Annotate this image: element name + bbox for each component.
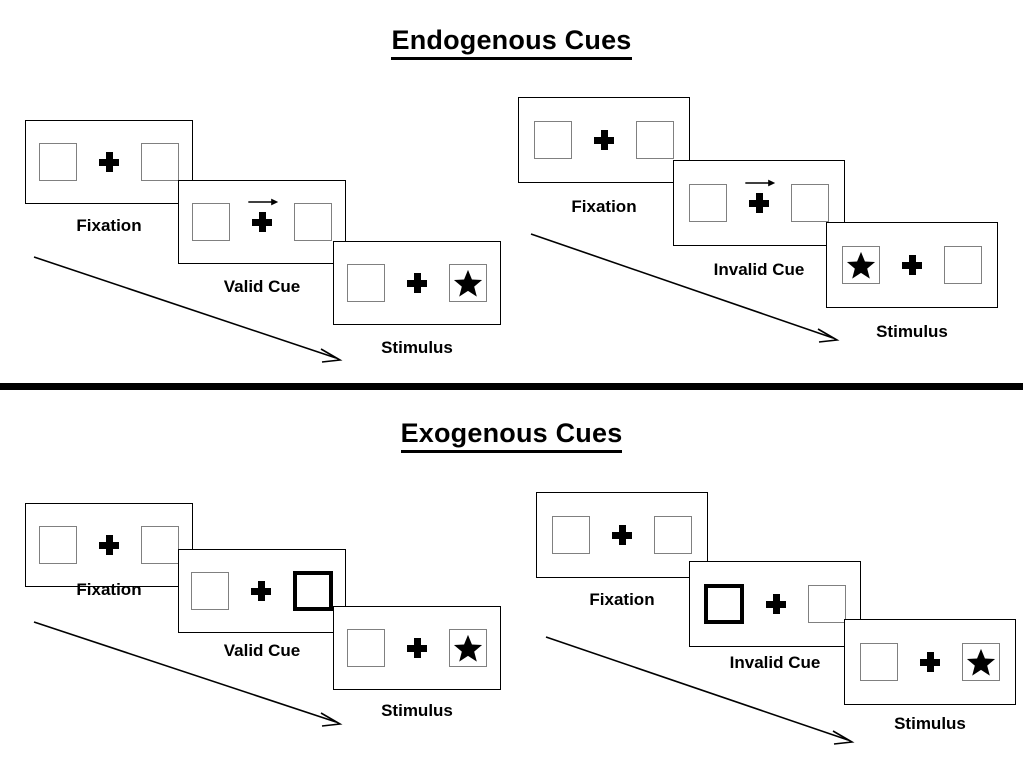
section-title-endogenous: Endogenous Cues (0, 25, 1023, 60)
section-title-exogenous: Exogenous Cues (0, 418, 1023, 453)
fixation-cross-wrap (248, 198, 279, 232)
stimulus-row (347, 264, 487, 302)
left-box (39, 143, 77, 181)
star-icon (966, 648, 996, 676)
stimulus-row (534, 121, 674, 159)
fixation-cross-wrap (745, 179, 776, 213)
left-box (860, 643, 898, 681)
left-box-cued (704, 584, 744, 624)
caption-exo-valid-stimulus: Stimulus (381, 701, 453, 720)
right-box (962, 643, 1000, 681)
section-title-endogenous-text: Endogenous Cues (391, 25, 632, 60)
left-box (842, 246, 880, 284)
fixation-cross-icon (749, 193, 769, 213)
right-box (654, 516, 692, 554)
panel-endo-valid-cue (178, 180, 346, 264)
panel-endo-valid-fixation (25, 120, 193, 204)
panel-endo-invalid-cue (673, 160, 845, 246)
arrow-right-icon (745, 179, 776, 187)
right-box (636, 121, 674, 159)
right-box (141, 526, 179, 564)
stimulus-row (39, 526, 179, 564)
star-icon (453, 269, 483, 297)
caption-exo-invalid-cue: Invalid Cue (729, 653, 821, 672)
stimulus-row (860, 643, 1000, 681)
caption-exo-invalid-stimulus: Stimulus (894, 714, 966, 733)
fixation-cross-icon (407, 638, 427, 658)
left-box (191, 572, 229, 610)
fixation-cross-icon (99, 152, 119, 172)
stimulus-row (192, 198, 332, 241)
fixation-cross-wrap (99, 535, 119, 555)
fixation-cross-icon (99, 535, 119, 555)
right-box (808, 585, 846, 623)
caption-endo-invalid-stimulus: Stimulus (876, 322, 948, 341)
stimulus-row (39, 143, 179, 181)
left-box (347, 629, 385, 667)
right-box (449, 629, 487, 667)
fixation-cross-wrap (99, 152, 119, 172)
caption-exo-invalid-fixation: Fixation (589, 590, 655, 609)
star-icon (453, 634, 483, 662)
left-box (534, 121, 572, 159)
star-icon (846, 251, 876, 279)
panel-endo-invalid-fixation (518, 97, 690, 183)
right-box-cued (293, 571, 333, 611)
left-box (192, 203, 230, 241)
section-divider (0, 383, 1023, 390)
fixation-cross-icon (766, 594, 786, 614)
caption-endo-valid-fixation: Fixation (76, 216, 142, 235)
fixation-cross-icon (252, 212, 272, 232)
right-box (944, 246, 982, 284)
caption-endo-valid-cue: Valid Cue (223, 277, 301, 296)
caption-exo-valid-fixation: Fixation (76, 580, 142, 599)
caption-endo-invalid-cue: Invalid Cue (713, 260, 805, 279)
panel-endo-invalid-stimulus (826, 222, 998, 308)
left-box (552, 516, 590, 554)
stimulus-row (191, 571, 333, 611)
fixation-cross-icon (594, 130, 614, 150)
stimulus-row (704, 584, 846, 624)
fixation-cross-wrap (920, 652, 940, 672)
fixation-cross-icon (612, 525, 632, 545)
fixation-cross-wrap (407, 273, 427, 293)
left-box (39, 526, 77, 564)
fixation-cross-wrap (766, 594, 786, 614)
fixation-cross-wrap (902, 255, 922, 275)
stimulus-row (552, 516, 692, 554)
fixation-cross-icon (920, 652, 940, 672)
stimulus-row (842, 246, 982, 284)
fixation-cross-icon (407, 273, 427, 293)
panel-endo-valid-stimulus (333, 241, 501, 325)
left-box (689, 184, 727, 222)
left-box (347, 264, 385, 302)
panel-exo-invalid-stimulus (844, 619, 1016, 705)
fixation-cross-wrap (407, 638, 427, 658)
panel-exo-valid-stimulus (333, 606, 501, 690)
caption-endo-valid-stimulus: Stimulus (381, 338, 453, 357)
stimulus-row (347, 629, 487, 667)
panel-exo-valid-fixation (25, 503, 193, 587)
panel-exo-invalid-fixation (536, 492, 708, 578)
arrow-right-icon (248, 198, 279, 206)
right-box (141, 143, 179, 181)
caption-endo-invalid-fixation: Fixation (571, 197, 637, 216)
panel-exo-valid-cue (178, 549, 346, 633)
section-title-exogenous-text: Exogenous Cues (400, 418, 623, 453)
fixation-cross-wrap (251, 581, 271, 601)
caption-exo-valid-cue: Valid Cue (223, 641, 301, 660)
right-box (294, 203, 332, 241)
right-box (449, 264, 487, 302)
fixation-cross-wrap (612, 525, 632, 545)
stimulus-row (689, 179, 829, 222)
fixation-cross-icon (902, 255, 922, 275)
right-box (791, 184, 829, 222)
fixation-cross-wrap (594, 130, 614, 150)
panel-exo-invalid-cue (689, 561, 861, 647)
fixation-cross-icon (251, 581, 271, 601)
